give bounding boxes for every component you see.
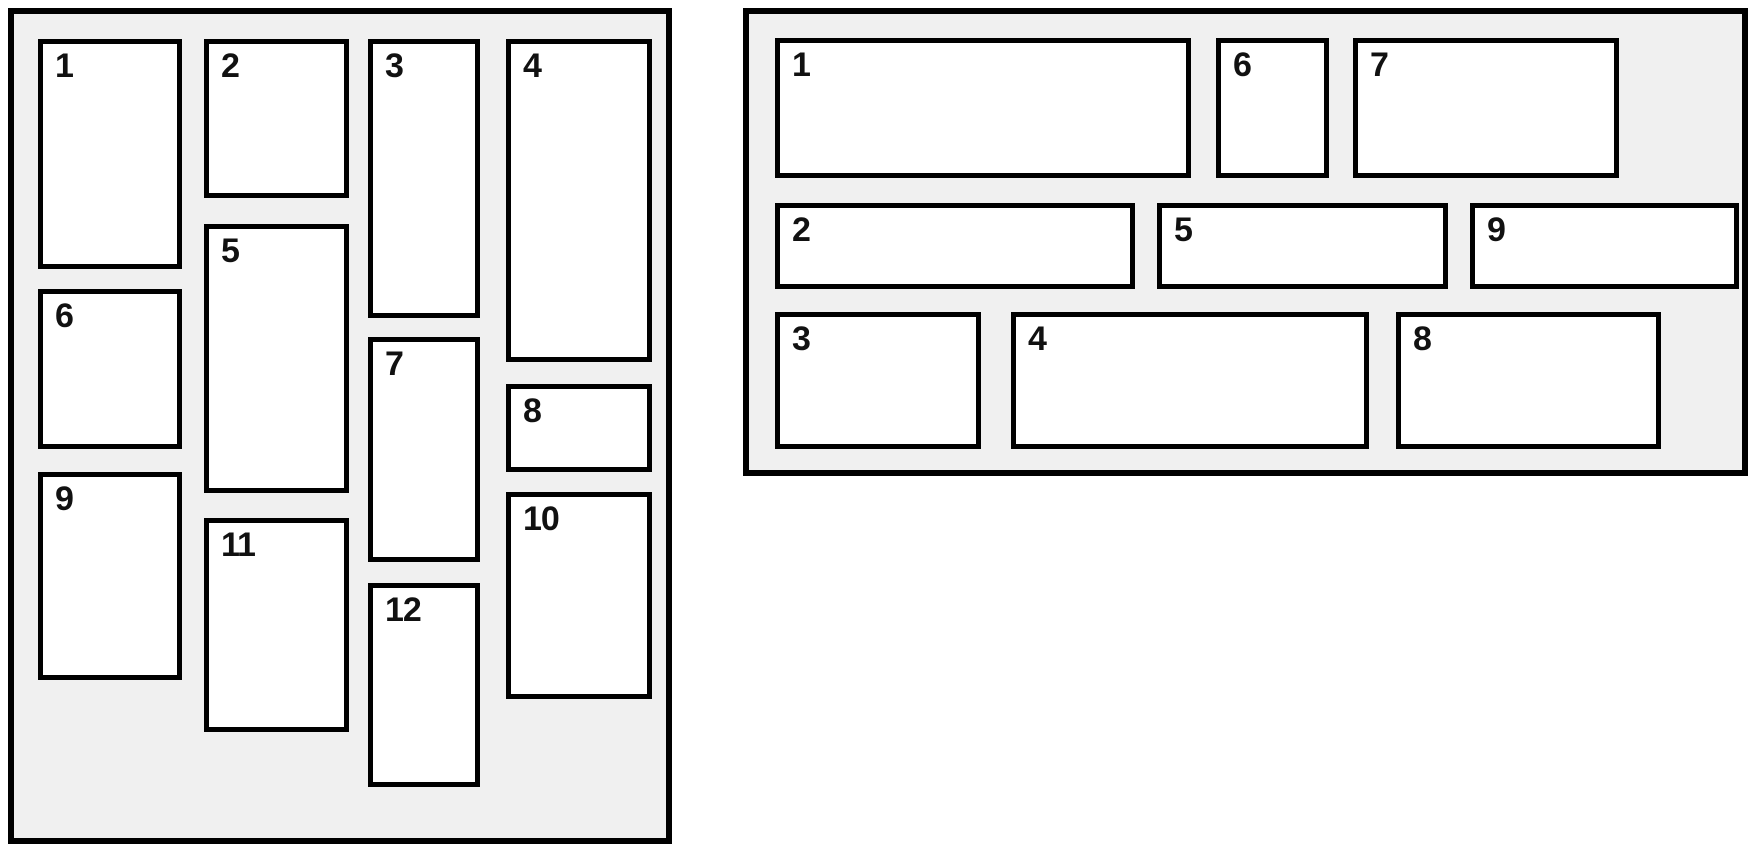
right-item-9: 9 [1470, 203, 1739, 289]
item-number-label: 3 [792, 320, 811, 358]
right-item-3: 3 [775, 312, 981, 449]
item-number-label: 11 [221, 526, 256, 564]
item-number-label: 12 [385, 591, 422, 629]
item-number-label: 9 [55, 480, 74, 518]
right-item-1: 1 [775, 38, 1191, 178]
item-number-label: 10 [523, 500, 560, 538]
item-number-label: 1 [792, 46, 811, 84]
left-item-12: 12 [368, 583, 480, 787]
left-item-2: 2 [204, 39, 349, 198]
right-item-2: 2 [775, 203, 1135, 289]
item-number-label: 6 [55, 297, 74, 335]
item-number-label: 8 [523, 392, 542, 430]
item-number-label: 2 [792, 211, 811, 249]
item-number-label: 5 [1174, 211, 1193, 249]
left-item-11: 11 [204, 518, 349, 732]
item-number-label: 5 [221, 232, 240, 270]
right-item-5: 5 [1157, 203, 1448, 289]
left-item-6: 6 [38, 289, 182, 449]
item-number-label: 7 [385, 345, 404, 383]
item-number-label: 4 [523, 47, 542, 85]
right-item-4: 4 [1011, 312, 1369, 449]
left-item-9: 9 [38, 472, 182, 680]
right-item-8: 8 [1396, 312, 1661, 449]
left-item-10: 10 [506, 492, 652, 699]
horizontal-masonry-panel: 1 2 3 4 5 6 7 8 9 [743, 8, 1748, 476]
item-number-label: 8 [1413, 320, 1432, 358]
item-number-label: 3 [385, 47, 404, 85]
left-item-7: 7 [368, 337, 480, 562]
right-item-7: 7 [1353, 38, 1619, 178]
vertical-masonry-panel: 1 2 3 4 5 6 7 8 9 10 11 12 [8, 8, 672, 844]
item-number-label: 7 [1370, 46, 1389, 84]
item-number-label: 2 [221, 47, 240, 85]
left-item-4: 4 [506, 39, 652, 362]
left-item-5: 5 [204, 224, 349, 493]
item-number-label: 6 [1233, 46, 1252, 84]
left-item-8: 8 [506, 384, 652, 472]
item-number-label: 9 [1487, 211, 1506, 249]
item-number-label: 4 [1028, 320, 1047, 358]
left-item-3: 3 [368, 39, 480, 318]
left-item-1: 1 [38, 39, 182, 269]
item-number-label: 1 [55, 47, 74, 85]
right-item-6: 6 [1216, 38, 1329, 178]
